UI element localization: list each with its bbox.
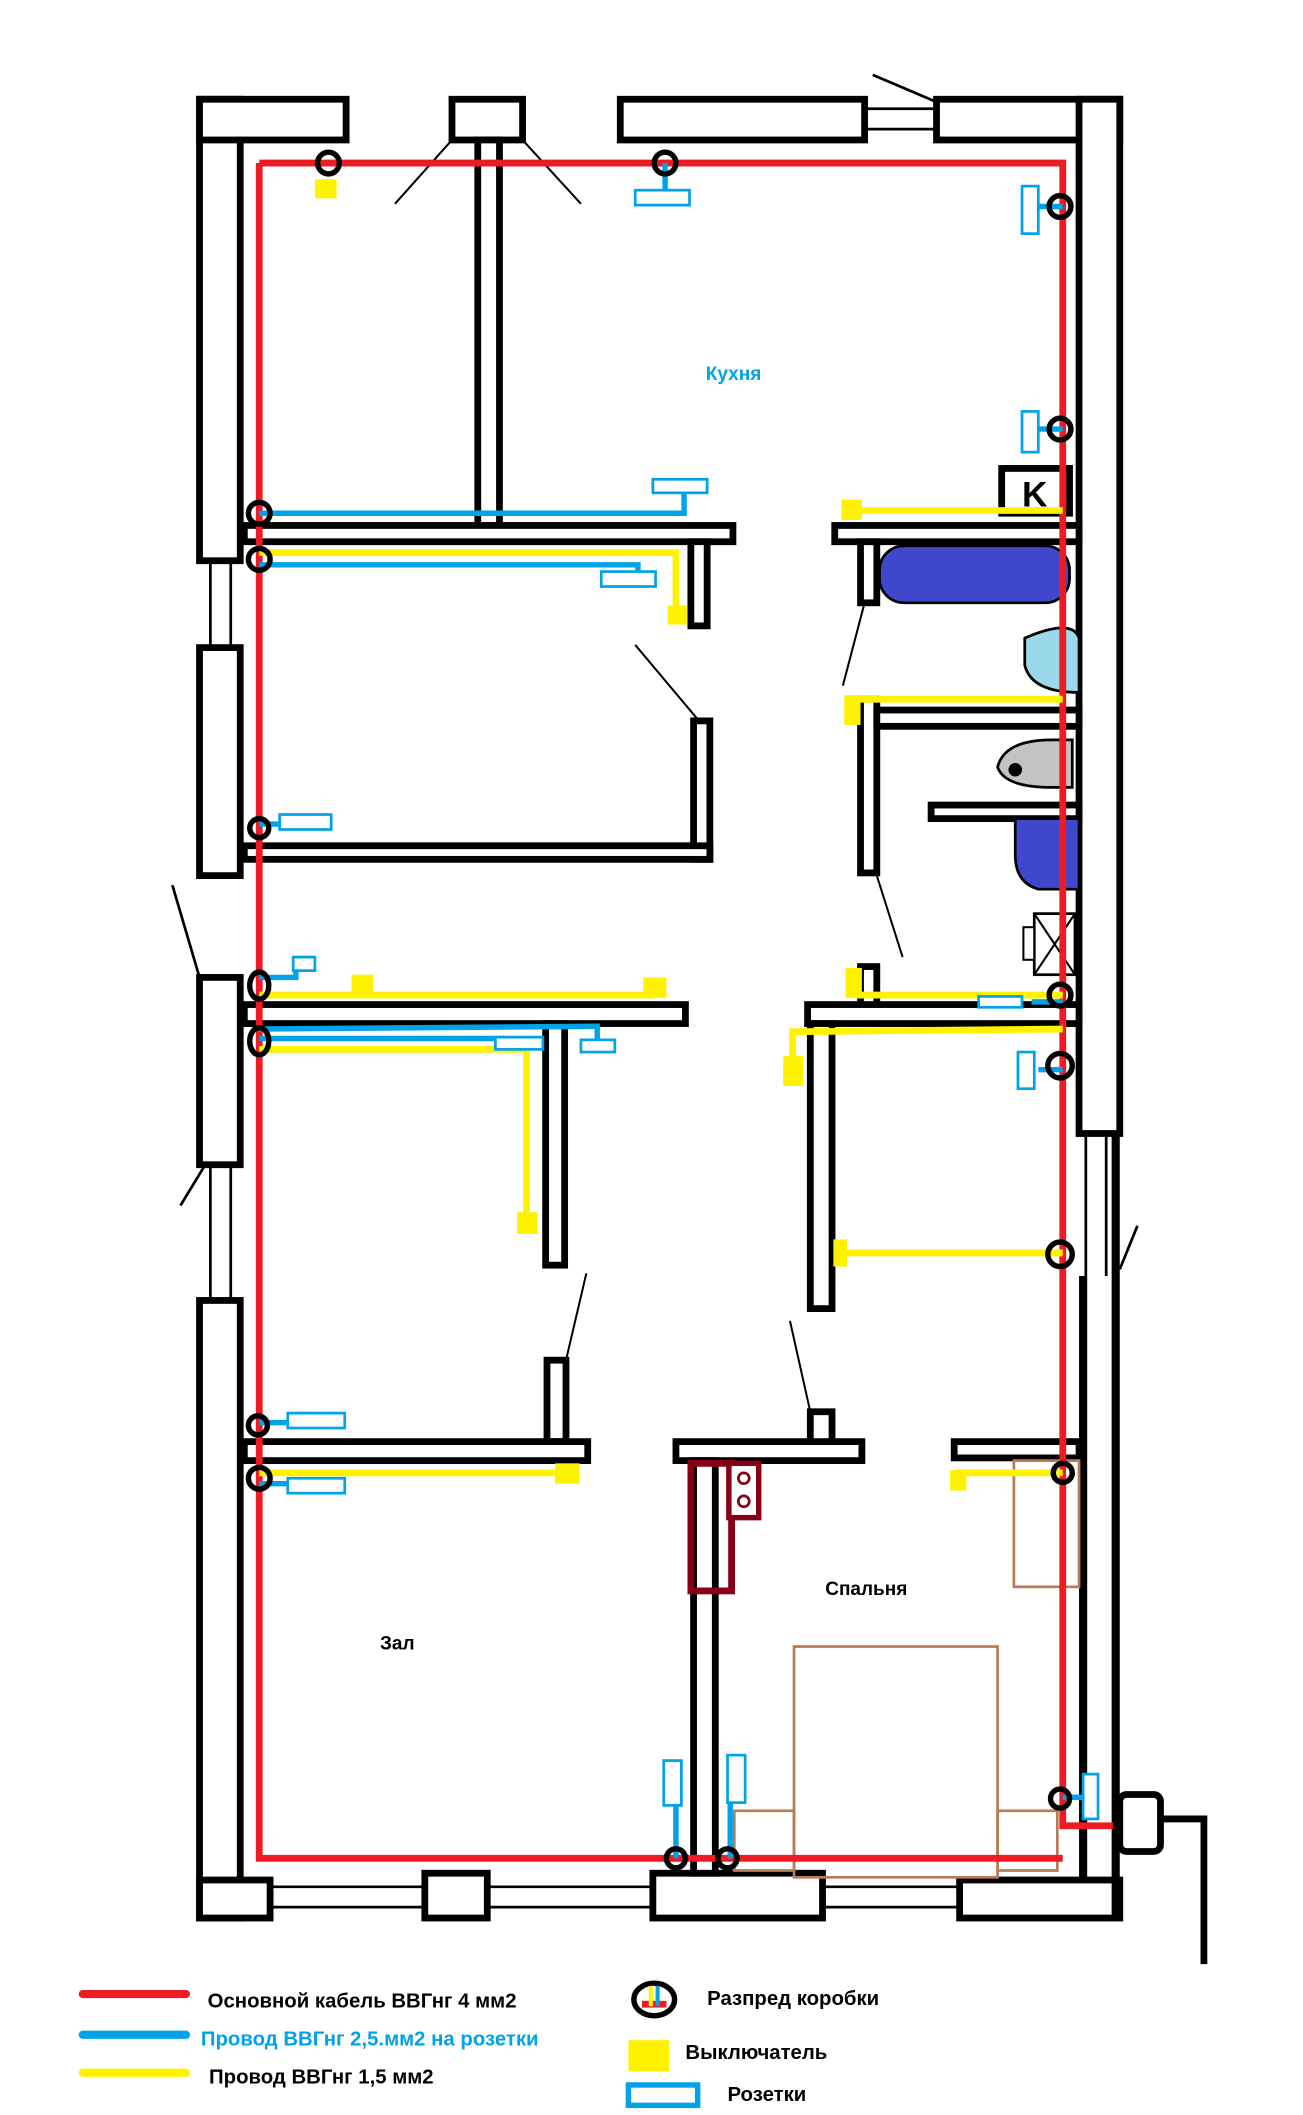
bedroom-furniture bbox=[732, 1459, 1081, 1879]
socket-icon bbox=[625, 2082, 701, 2109]
electric-stove bbox=[687, 1459, 762, 1595]
legend-sockets: Розетки bbox=[728, 2084, 807, 2106]
sockets bbox=[278, 184, 1100, 1821]
outer-walls bbox=[196, 95, 1124, 1922]
junction-boxes bbox=[245, 149, 1075, 1871]
room-label-kitchen: Кухня bbox=[706, 364, 762, 385]
legend: Основной кабель ВВГнг 4 мм2 Провод ВВГнг… bbox=[78, 1980, 879, 2109]
room-label-hall: Зал bbox=[380, 1633, 415, 1654]
windows bbox=[171, 73, 1139, 1909]
legend-junction-box: Разпред коробки bbox=[707, 1988, 879, 2010]
room-label-bedroom: Спальня bbox=[825, 1579, 907, 1600]
legend-socket-wire: Провод ВВГнг 2,5.мм2 на розетки bbox=[201, 2029, 539, 2051]
electric-meter bbox=[1116, 1791, 1208, 1965]
junction-box-icon bbox=[631, 1980, 678, 2019]
switches bbox=[314, 179, 967, 1491]
interior-walls bbox=[240, 136, 1083, 1877]
legend-main-cable: Основной кабель ВВГнг 4 мм2 bbox=[208, 1991, 517, 2013]
switch-icon bbox=[628, 2040, 670, 2072]
main-cable-loop bbox=[255, 163, 1063, 1862]
light-wires bbox=[259, 507, 1063, 1483]
door-swings bbox=[394, 139, 904, 1412]
legend-light-wire: Провод ВВГнг 1,5 мм2 bbox=[209, 2067, 434, 2089]
legend-switch: Выключатель bbox=[685, 2042, 827, 2064]
